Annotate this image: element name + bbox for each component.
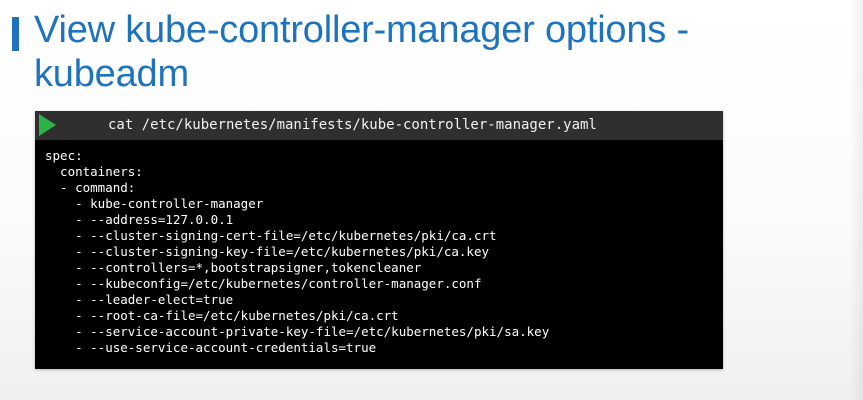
output-line: - kube-controller-manager: [45, 196, 264, 211]
terminal-output: spec: containers: - command: - kube-cont…: [45, 148, 549, 356]
slide-title: View kube-controller-manager options - k…: [34, 9, 689, 95]
title-accent-bar: [12, 17, 19, 51]
output-line: - command:: [45, 180, 136, 195]
output-line: - --cluster-signing-cert-file=/etc/kuber…: [45, 228, 497, 243]
output-line: spec:: [45, 148, 83, 163]
output-line: - --root-ca-file=/etc/kubernetes/pki/ca.…: [45, 308, 399, 323]
output-line: - --cluster-signing-key-file=/etc/kubern…: [45, 244, 490, 259]
terminal-command: cat /etc/kubernetes/manifests/kube-contr…: [108, 117, 597, 133]
output-line: - --kubeconfig=/etc/kubernetes/controlle…: [45, 276, 482, 291]
output-line: - --use-service-account-credentials=true: [45, 340, 377, 355]
output-line: - --address=127.0.0.1: [45, 212, 234, 227]
output-line: - --leader-elect=true: [45, 292, 234, 307]
terminal-command-bar: cat /etc/kubernetes/manifests/kube-contr…: [35, 111, 723, 140]
output-line: - --controllers=*,bootstrapsigner,tokenc…: [45, 260, 422, 275]
terminal-window: cat /etc/kubernetes/manifests/kube-contr…: [35, 111, 723, 369]
slide-edge-shadow: [849, 0, 863, 400]
output-line: - --service-account-private-key-file=/et…: [45, 324, 550, 339]
output-line: containers:: [45, 164, 143, 179]
play-icon: [39, 114, 56, 136]
